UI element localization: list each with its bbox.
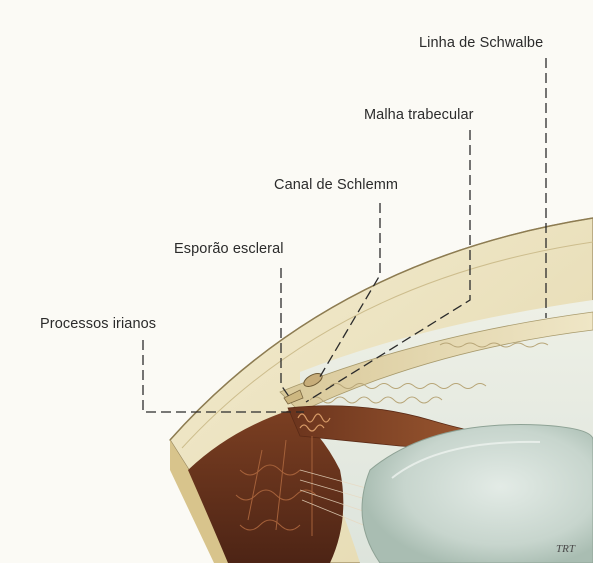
artist-signature: TRT xyxy=(556,543,575,555)
label-linha-de-schwalbe: Linha de Schwalbe xyxy=(419,35,543,51)
label-malha-trabecular: Malha trabecular xyxy=(364,107,474,123)
label-esporao-escleral: Esporão escleral xyxy=(174,241,284,257)
label-processos-irianos: Processos irianos xyxy=(40,316,156,332)
label-canal-de-schlemm: Canal de Schlemm xyxy=(274,177,398,193)
